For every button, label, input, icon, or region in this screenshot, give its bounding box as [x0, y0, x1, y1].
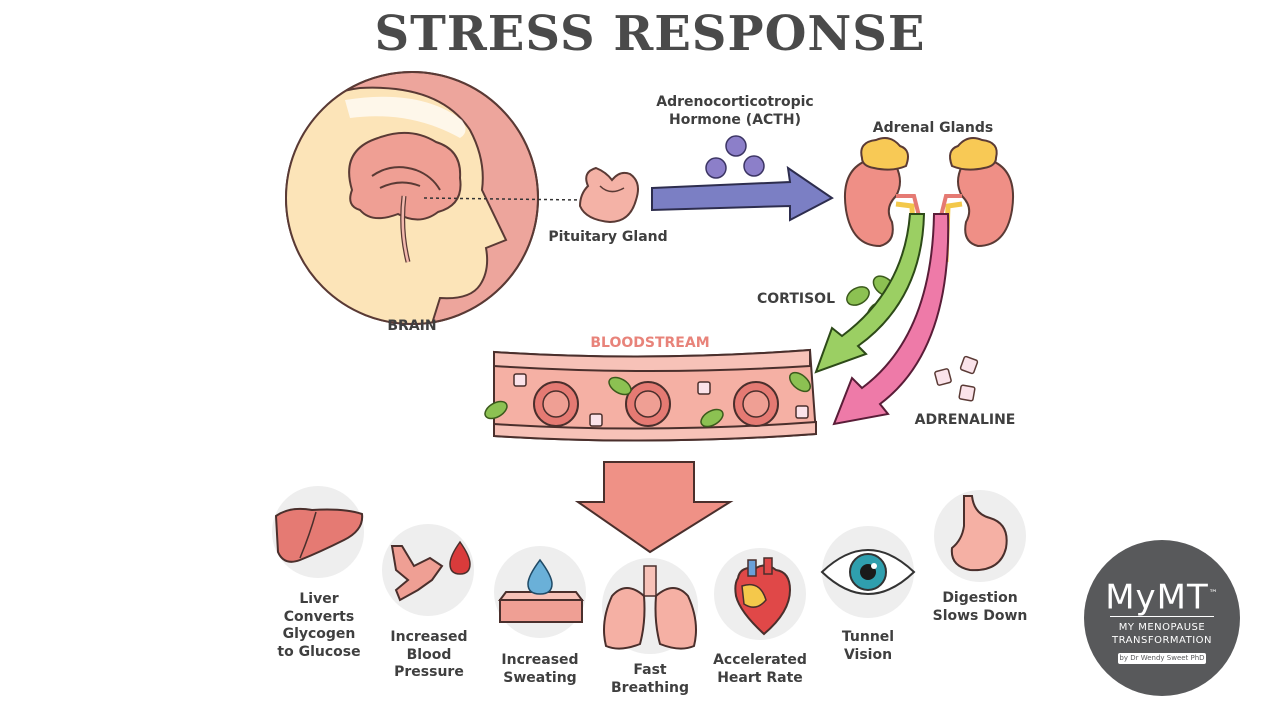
- bloodstream-vessel-icon: [484, 348, 818, 442]
- logo-brand-text: MyMT: [1105, 577, 1209, 618]
- effect-line: Slows Down: [932, 607, 1028, 624]
- logo-line2: TRANSFORMATION: [1112, 635, 1212, 646]
- liver-icon: [272, 486, 364, 578]
- effect-line: Blood: [406, 646, 452, 663]
- brain-label: BRAIN: [387, 318, 437, 334]
- adrenaline-arrow: [832, 213, 950, 426]
- effect-label-sweating: Increased Sweating: [485, 652, 595, 687]
- sweat-drop-icon: [494, 546, 586, 638]
- effect-line: Sweating: [503, 669, 577, 686]
- head-brain-icon: [285, 71, 583, 325]
- effect-line: Increased: [501, 652, 579, 668]
- effect-line: Digestion: [942, 590, 1018, 606]
- effect-line: Liver: [299, 591, 339, 607]
- blood-vessel-icon: [382, 524, 474, 616]
- pituitary-gland-label: Pituitary Gland: [548, 229, 668, 245]
- acth-label-line1: Adrenocorticotropic: [656, 94, 814, 110]
- lungs-icon: [602, 558, 698, 654]
- cortisol-arrow: [814, 213, 926, 374]
- logo-brand: MyMT™: [1084, 576, 1240, 615]
- effect-line: Pressure: [394, 664, 464, 680]
- acth-label-line2: Hormone (ACTH): [669, 111, 801, 128]
- acth-label: Adrenocorticotropic Hormone (ACTH): [630, 94, 840, 129]
- mymt-logo: MyMT™ MY MENOPAUSE TRANSFORMATION by Dr …: [1084, 540, 1240, 696]
- acth-arrow: [651, 165, 834, 222]
- adrenaline-molecules-icon: [934, 355, 979, 402]
- effect-line: Fast: [633, 662, 667, 678]
- down-arrow: [574, 461, 734, 554]
- pituitary-gland-icon: [578, 166, 639, 224]
- effect-line: to Glucose: [277, 643, 361, 660]
- adrenal-glands-icon: [844, 137, 1014, 263]
- effect-label-tunnel-vision: Tunnel Vision: [813, 629, 923, 664]
- effect-line: Tunnel: [841, 629, 895, 645]
- effect-label-liver: Liver Converts Glycogen to Glucose: [264, 591, 374, 661]
- effect-label-heart-rate: Accelerated Heart Rate: [705, 652, 815, 687]
- effect-line: Glycogen: [282, 626, 356, 642]
- effect-line: Vision: [843, 646, 893, 663]
- logo-line3: by Dr Wendy Sweet PhD: [1118, 653, 1206, 664]
- effect-line: Heart Rate: [717, 669, 803, 686]
- adrenaline-label: ADRENALINE: [914, 412, 1016, 428]
- effect-line: Accelerated: [713, 652, 807, 668]
- acth-molecules-icon: [705, 135, 765, 179]
- logo-trademark: ™: [1208, 589, 1219, 599]
- stomach-icon: [934, 490, 1026, 582]
- cortisol-label: CORTISOL: [757, 291, 835, 307]
- effect-line: Breathing: [611, 679, 689, 696]
- heart-icon: [714, 548, 806, 640]
- page-title: STRESS RESPONSE: [374, 6, 926, 62]
- bloodstream-label: BLOODSTREAM: [590, 335, 710, 351]
- effect-label-blood-pressure: Increased Blood Pressure: [374, 629, 484, 682]
- logo-line1: MY MENOPAUSE: [1118, 622, 1206, 633]
- effect-line: Converts: [283, 608, 355, 625]
- effect-line: Increased: [390, 629, 468, 645]
- adrenal-glands-label: Adrenal Glands: [872, 120, 994, 136]
- effect-label-breathing: Fast Breathing: [595, 662, 705, 697]
- logo-divider: [1110, 616, 1214, 617]
- effect-label-digestion: Digestion Slows Down: [925, 590, 1035, 625]
- eye-icon: [820, 526, 916, 618]
